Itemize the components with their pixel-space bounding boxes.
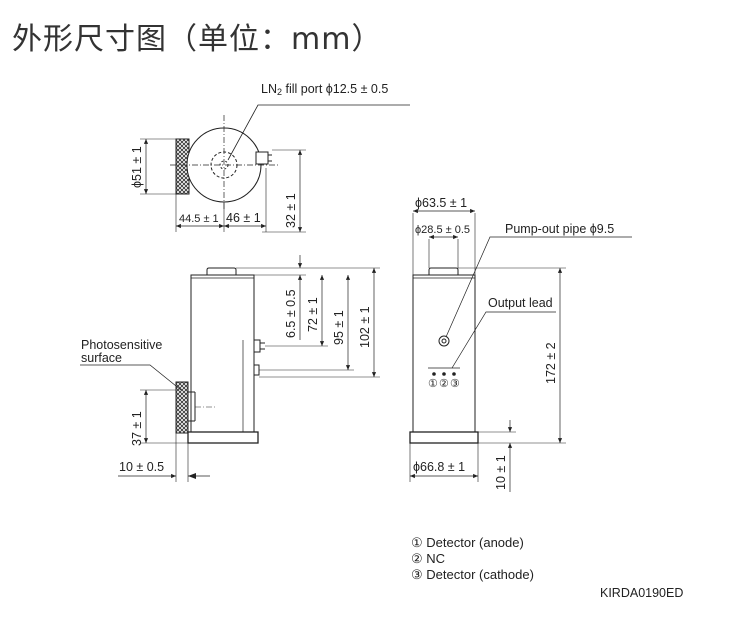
- dim-side-d: 102 ± 1: [358, 306, 372, 348]
- pin-2: ②: [439, 378, 449, 390]
- side-knurl: [175, 381, 189, 434]
- pin-1: ①: [428, 378, 438, 390]
- output-lead-label: Output lead: [488, 296, 553, 310]
- page-title: 外形尺寸图（单位：mm）: [12, 22, 383, 57]
- top-view: [140, 104, 410, 233]
- side-base: [187, 431, 259, 444]
- legend-item-3: ③ Detector (cathode): [411, 567, 534, 582]
- drawing-code: KIRDA0190ED: [600, 586, 683, 600]
- dim-top-right: 46 ± 1: [226, 211, 261, 225]
- dim-top-height: 32 ± 1: [284, 193, 298, 228]
- dim-front-base: 10 ± 1: [494, 455, 508, 490]
- dim-offset: 10 ± 0.5: [119, 460, 164, 474]
- dim-front-bottom: ϕ66.8 ± 1: [413, 460, 465, 474]
- dim-top-diameter: ϕ51 ± 1: [130, 146, 144, 188]
- photosensitive-label-2: surface: [81, 351, 122, 365]
- front-base: [409, 431, 479, 444]
- dim-side-c: 95 ± 1: [332, 310, 346, 345]
- front-body: [412, 274, 476, 433]
- dim-front-top: ϕ63.5 ± 1: [415, 196, 467, 210]
- dim-front-height: 172 ± 2: [544, 342, 558, 384]
- side-view: [80, 255, 380, 482]
- dim-side-b: 72 ± 1: [306, 297, 320, 332]
- legend-item-1: ① Detector (anode): [411, 535, 524, 550]
- dim-side-a: 6.5 ± 0.5: [284, 289, 298, 338]
- pump-out-pipe-label: Pump-out pipe ϕ9.5: [505, 222, 614, 236]
- dim-front-inner: ϕ28.5 ± 0.5: [415, 224, 470, 236]
- photosensitive-label-1: Photosensitive: [81, 338, 162, 352]
- front-view: [409, 208, 632, 492]
- ln2-fill-port-label: LN2 fill port ϕ12.5 ± 0.5: [261, 82, 388, 97]
- pin-3: ③: [450, 378, 460, 390]
- legend-item-2: ② NC: [411, 551, 445, 566]
- dim-top-left: 44.5 ± 1: [179, 213, 219, 225]
- dim-window-height: 37 ± 1: [130, 411, 144, 446]
- side-body: [190, 274, 255, 433]
